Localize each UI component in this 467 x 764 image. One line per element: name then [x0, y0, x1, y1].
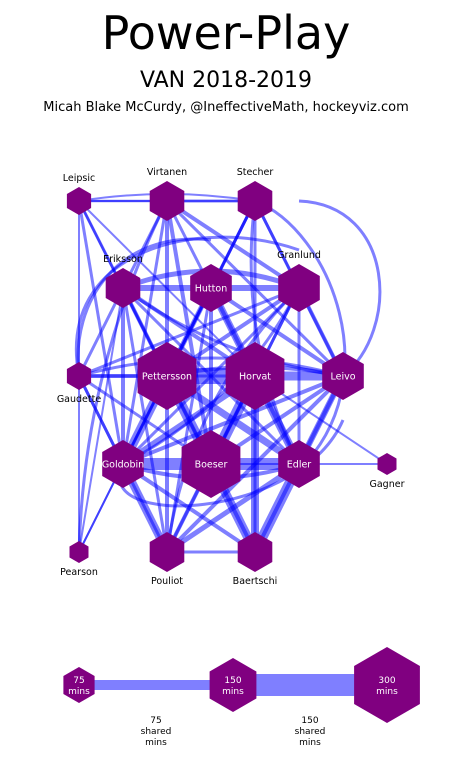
legend-node-value-2: 150: [224, 676, 241, 686]
legend-node-value-1: 75: [73, 676, 84, 686]
legend-edge-75: [79, 680, 233, 690]
player-label-goldobin: Goldobin: [102, 460, 144, 471]
player-node-stecher: [237, 181, 273, 221]
player-label-leipsic: Leipsic: [63, 173, 95, 184]
player-node-eriksson: [105, 268, 141, 308]
player-label-horvat: Horvat: [239, 372, 271, 383]
edge-loop-2: [75, 235, 300, 377]
player-node-pouliot: [149, 532, 185, 572]
legend-edge-label-2-3: mins: [299, 738, 321, 748]
edge-eriksson-leivo: [121, 286, 345, 378]
legend-node-3: [354, 647, 420, 723]
player-node-gagner: [377, 453, 397, 475]
player-node-pearson: [69, 541, 89, 563]
player-node-boeser: [181, 430, 241, 498]
legend-edge-label-1-3: mins: [145, 738, 167, 748]
legend-edge-label-1-1: 75: [150, 716, 161, 726]
player-label-stecher: Stecher: [237, 167, 274, 178]
player-label-pearson: Pearson: [60, 567, 98, 578]
legend-node-unit-1: mins: [68, 687, 90, 697]
legend-node-value-3: 300: [378, 676, 395, 686]
figure-subtitle: VAN 2018-2019: [140, 68, 312, 93]
edge-loop-1: [298, 199, 382, 378]
legend: 75mins150mins300mins75sharedmins150share…: [63, 647, 420, 748]
legend-edge-label-1-2: shared: [141, 727, 172, 737]
legend-node-unit-2: mins: [222, 687, 244, 697]
player-label-baertschi: Baertschi: [233, 576, 278, 587]
legend-node-1: [63, 667, 95, 703]
player-node-leipsic: [66, 187, 92, 215]
player-label-gagner: Gagner: [370, 479, 405, 490]
edge-eriksson-edler: [121, 286, 301, 466]
player-node-virtanen: [149, 181, 185, 221]
edge-loop-4: [76, 237, 212, 377]
player-node-gaudette: [66, 362, 92, 390]
player-node-granlund: [278, 264, 320, 312]
legend-edge-150: [233, 674, 387, 696]
player-node-pettersson: [137, 342, 197, 410]
player-label-virtanen: Virtanen: [147, 167, 187, 178]
player-label-gaudette: Gaudette: [57, 394, 102, 405]
edge-loop-5: [254, 199, 347, 472]
player-label-granlund: Granlund: [277, 250, 321, 261]
player-label-boeser: Boeser: [195, 460, 228, 471]
player-node-leivo: [322, 352, 364, 400]
legend-edge-label-2-2: shared: [295, 727, 326, 737]
edge-virtanen-pearson: [77, 199, 169, 554]
player-label-leivo: Leivo: [330, 372, 355, 383]
legend-edge-label-2-1: 150: [301, 716, 318, 726]
player-node-hutton: [190, 264, 232, 312]
player-label-hutton: Hutton: [195, 284, 227, 295]
edge-pouliot-granlund: [165, 286, 301, 554]
player-label-pouliot: Pouliot: [151, 576, 183, 587]
player-node-goldobin: [102, 440, 144, 488]
edge-virtanen-leivo: [165, 199, 345, 378]
player-node-edler: [278, 440, 320, 488]
player-node-baertschi: [237, 532, 273, 572]
legend-node-unit-3: mins: [376, 687, 398, 697]
figure-title: Power-Play: [102, 6, 351, 60]
edge-stecher-goldobin: [121, 199, 257, 466]
edge-leipsic-horvat: [78, 200, 256, 377]
legend-node-2: [209, 658, 257, 712]
figure-byline: Micah Blake McCurdy, @IneffectiveMath, h…: [43, 100, 409, 115]
player-label-eriksson: Eriksson: [103, 254, 143, 265]
edge-gaudette-leivo: [77, 356, 345, 378]
player-label-edler: Edler: [287, 460, 312, 471]
player-node-horvat: [225, 342, 285, 410]
edge-granlund-pouliot: [165, 286, 301, 554]
player-label-pettersson: Pettersson: [142, 372, 192, 383]
